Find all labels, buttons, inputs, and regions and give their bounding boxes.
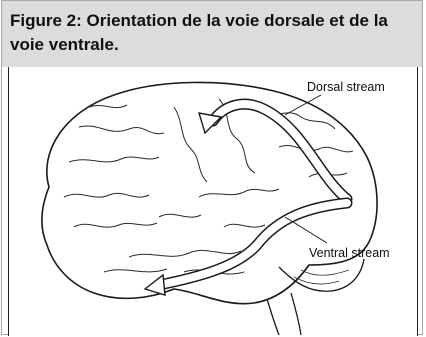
ventral-stream-label: Ventral stream [309,246,390,260]
brain-diagram: Dorsal stream Ventral stream [9,67,417,336]
figure-caption: Figure 2: Orientation de la voie dorsale… [2,1,422,67]
brainstem-outline [267,293,301,335]
brain-illustration-frame: Dorsal stream Ventral stream [8,67,418,336]
dorsal-stream-label: Dorsal stream [307,80,385,94]
